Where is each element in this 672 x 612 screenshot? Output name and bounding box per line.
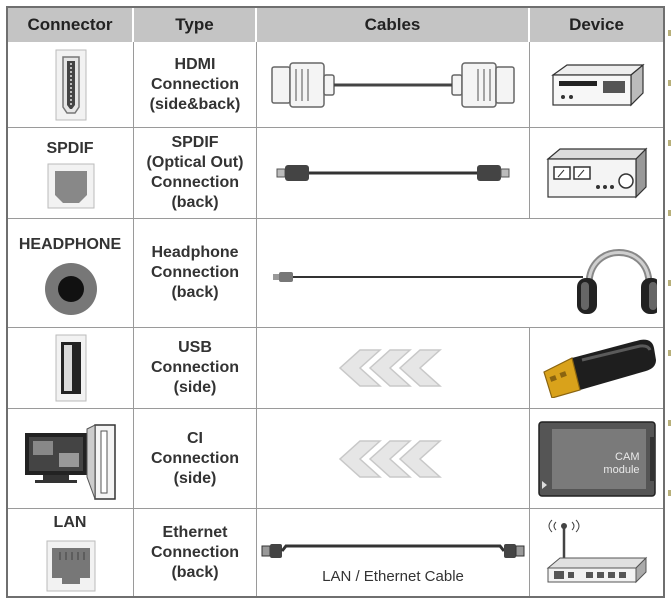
grid-line [8, 508, 663, 509]
grid-line [256, 42, 257, 596]
headphone-jack-icon [8, 254, 133, 324]
type-line: Connection [151, 543, 239, 561]
arrows-icon [257, 409, 529, 508]
type-line: Connection [151, 449, 239, 467]
type-line: (back) [171, 284, 219, 301]
type-line: (back) [171, 563, 219, 581]
connector-label-headphone: HEADPHONE [18, 236, 122, 253]
type-spdif: SPDIF (Optical Out) Connection (back) [134, 128, 256, 218]
type-line: Connection [151, 75, 239, 93]
optical-cable-icon [257, 128, 529, 218]
grid-line [8, 327, 663, 328]
type-line: Connection [151, 264, 239, 281]
type-line: (side&back) [149, 95, 241, 113]
audio-cable-icon [257, 219, 663, 327]
page-edge-marks [668, 30, 671, 496]
grid-line [529, 327, 530, 596]
grid-line [8, 127, 663, 128]
type-line: (back) [171, 194, 219, 211]
type-line: (Optical Out) [146, 154, 244, 171]
connector-label-lan: LAN [53, 514, 87, 531]
tv-ci-slot-icon [8, 409, 133, 508]
type-line: Connection [151, 174, 239, 191]
type-usb: USB Connection (side) [134, 328, 256, 408]
type-line: SPDIF [171, 134, 219, 151]
type-line: Ethernet [162, 523, 228, 541]
usb-port-icon [8, 328, 133, 408]
type-line: Connection [151, 359, 239, 376]
connection-table: Connector Type Cables Device HDMI Connec… [6, 6, 665, 598]
type-line: Headphone [151, 244, 239, 261]
hdmi-port-icon [8, 42, 133, 127]
grid-line [8, 408, 663, 409]
type-line: HDMI [174, 55, 216, 73]
headphones-icon [577, 249, 657, 314]
grid-line [529, 42, 530, 218]
cam-module-icon: CAM module [530, 409, 663, 508]
cam-text-line: CAM [615, 450, 640, 463]
lan-port-icon [8, 536, 133, 596]
type-ethernet: Ethernet Connection (back) [134, 509, 256, 596]
grid-line [133, 42, 134, 596]
ethernet-cable-icon [257, 536, 529, 566]
cable-caption: LAN / Ethernet Cable [322, 568, 464, 585]
grid-line [8, 218, 663, 219]
header-connector: Connector [8, 8, 134, 42]
connector-label-spdif: SPDIF [46, 140, 94, 157]
amplifier-icon [530, 128, 663, 218]
type-line: (side) [173, 379, 217, 396]
cam-module-text: CAM module [603, 451, 639, 477]
type-line: (side) [173, 469, 217, 487]
dvd-player-icon [530, 42, 663, 127]
hdmi-cable-icon [257, 42, 529, 127]
router-icon [530, 509, 663, 596]
arrows-icon [257, 328, 529, 408]
type-ci: CI Connection (side) [134, 409, 256, 508]
type-headphone: Headphone Connection (back) [134, 219, 256, 327]
usb-stick-icon [530, 328, 663, 408]
header-cables: Cables [257, 8, 530, 42]
type-line: USB [178, 339, 212, 356]
type-line: CI [187, 429, 203, 447]
cam-text-line: module [603, 463, 640, 476]
type-hdmi: HDMI Connection (side&back) [134, 42, 256, 127]
header-type: Type [134, 8, 257, 42]
header-device: Device [530, 8, 663, 42]
spdif-port-icon [8, 158, 133, 214]
